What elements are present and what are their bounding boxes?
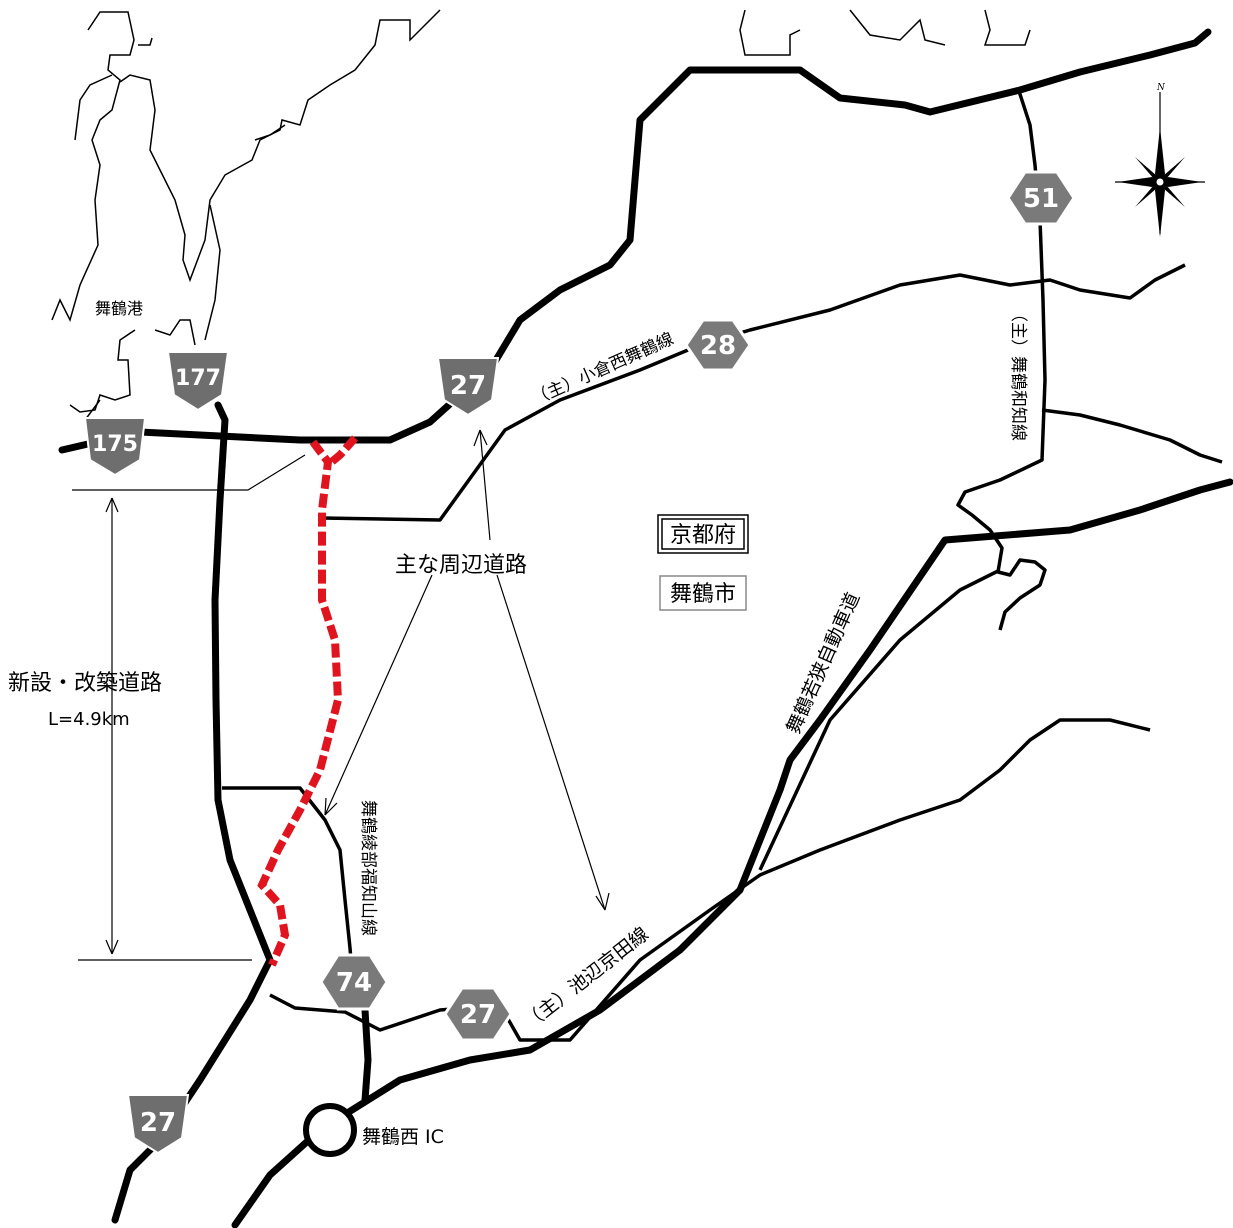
shield-177: 177 bbox=[166, 351, 230, 412]
shield-51-label: 51 bbox=[1023, 184, 1059, 214]
coastline bbox=[51, 9, 1031, 421]
interchange-label: 舞鶴西 IC bbox=[362, 1126, 444, 1148]
shield-27-north: 27 bbox=[436, 357, 500, 417]
shield-28-label: 28 bbox=[700, 331, 736, 361]
secondary-roads bbox=[222, 87, 1223, 1042]
new-road bbox=[257, 435, 358, 967]
shield-27-south-label: 27 bbox=[140, 1108, 176, 1138]
city-box: 舞鶴市 bbox=[659, 575, 747, 611]
new-road-length: L=4.9km bbox=[48, 709, 130, 730]
shield-51: 51 bbox=[1006, 170, 1076, 226]
compass-north-label: N bbox=[1156, 83, 1166, 93]
ogura-road-label: （主）小倉西舞鶴線 bbox=[529, 329, 677, 410]
dimension-lines bbox=[72, 429, 610, 961]
prefecture-label: 京都府 bbox=[670, 523, 736, 548]
shield-27-south: 27 bbox=[126, 1094, 190, 1155]
main-roads-label: 主な周辺道路 bbox=[395, 553, 527, 578]
shield-28: 28 bbox=[684, 318, 752, 372]
shield-27-pref-label: 27 bbox=[460, 1000, 496, 1030]
city-label: 舞鶴市 bbox=[670, 582, 736, 607]
new-road-title: 新設・改築道路 bbox=[8, 671, 162, 696]
shield-74: 74 bbox=[319, 953, 389, 1011]
interchange-circle bbox=[303, 1103, 357, 1157]
prefecture-box: 京都府 bbox=[657, 514, 749, 554]
shield-175: 175 bbox=[83, 417, 147, 477]
maizuru-wachi-road-label: （主）舞鶴和知線 bbox=[1008, 305, 1028, 441]
shield-27-north-label: 27 bbox=[450, 371, 486, 401]
ayabe-road-label: 舞鶴綾部福知山線 bbox=[358, 800, 378, 936]
shield-74-label: 74 bbox=[336, 968, 372, 998]
shield-27-pref: 27 bbox=[443, 986, 513, 1042]
shield-175-label: 175 bbox=[92, 432, 138, 457]
compass-icon: N bbox=[1115, 83, 1205, 237]
shield-177-label: 177 bbox=[175, 366, 221, 391]
port-label: 舞鶴港 bbox=[95, 299, 143, 318]
